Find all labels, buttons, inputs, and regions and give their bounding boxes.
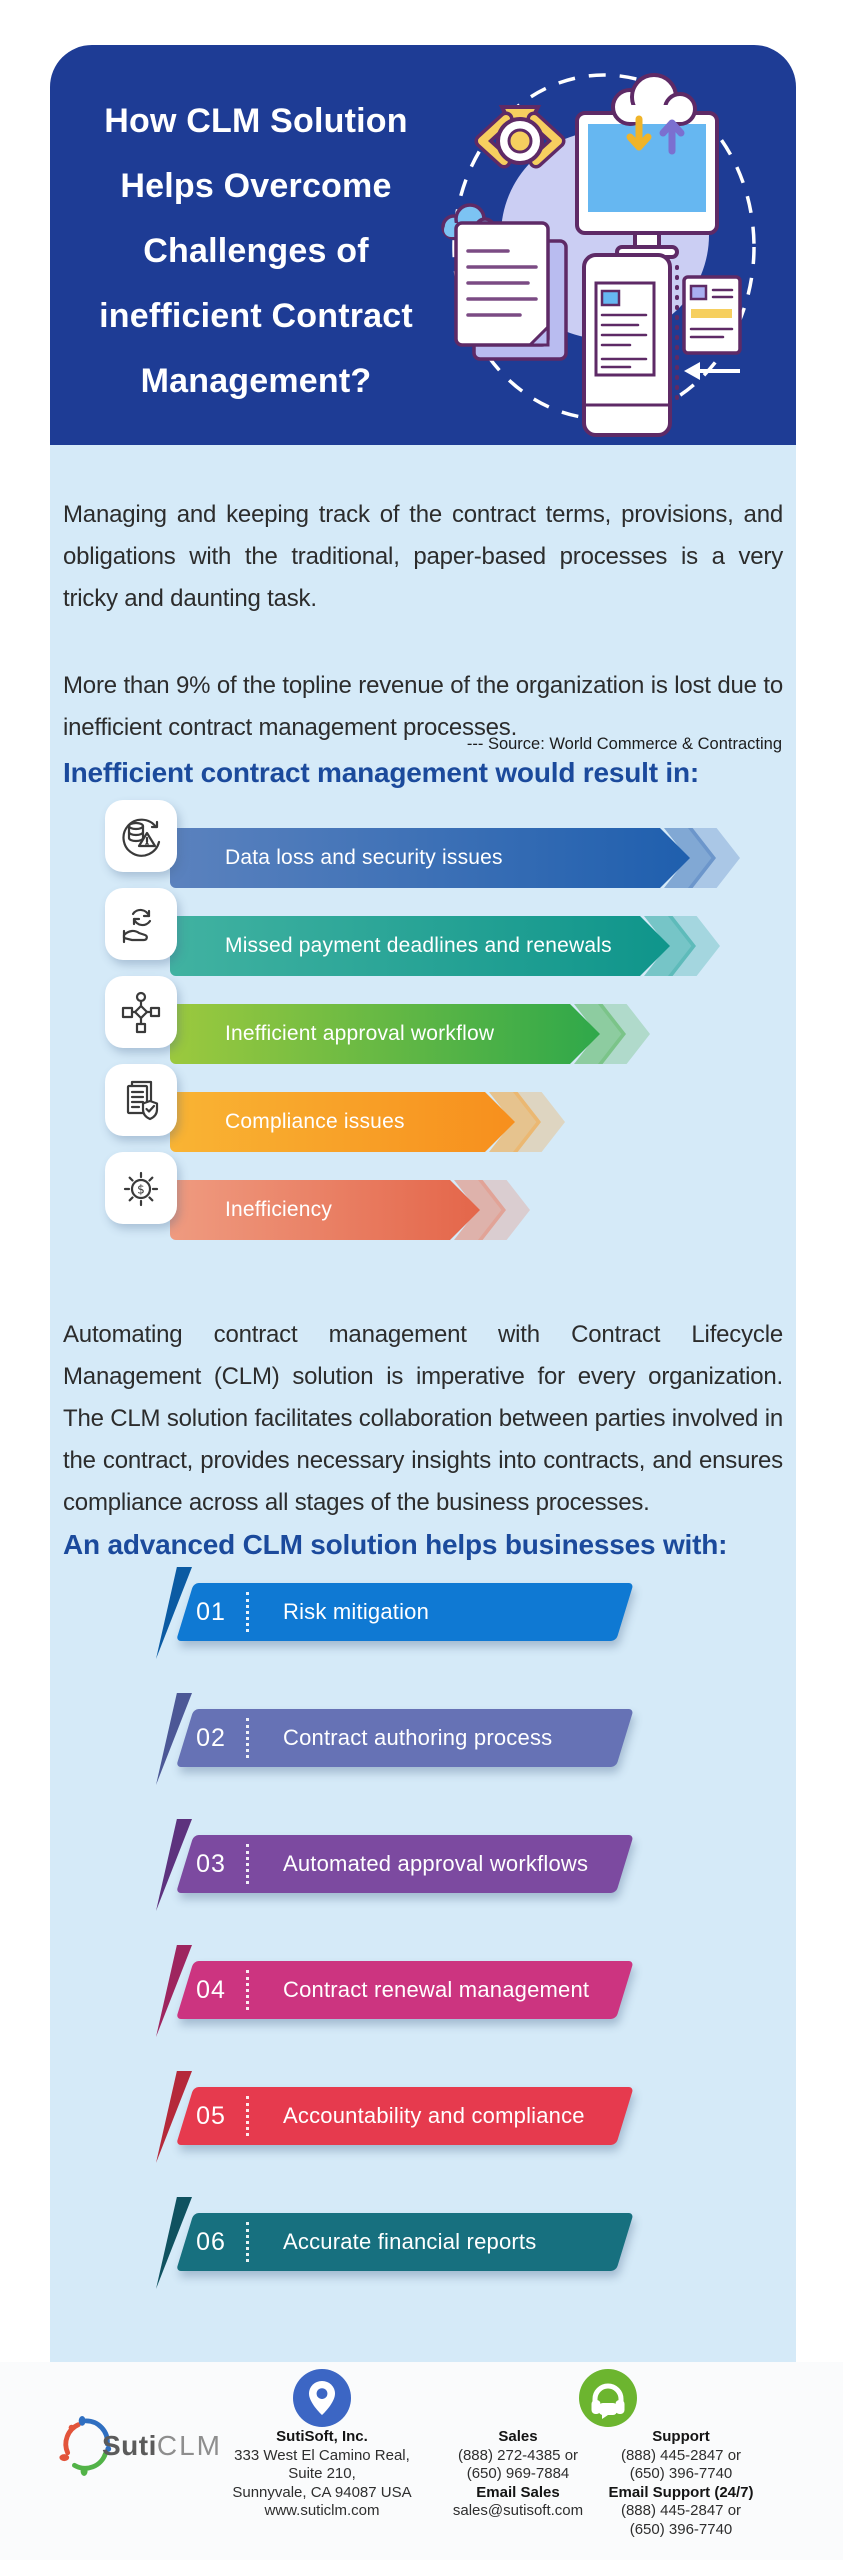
benefit-row: 03 Automated approval workflows bbox=[50, 1819, 796, 1961]
dotted-divider bbox=[246, 2096, 249, 2136]
company-address-line: Suite 210, bbox=[288, 2465, 356, 2482]
support-headset-icon bbox=[579, 2369, 637, 2427]
benefits-list: 01 Risk mitigation 02 Contract authoring… bbox=[50, 1567, 796, 2339]
support-heading: Support bbox=[652, 2428, 710, 2445]
challenge-row: Compliance issues bbox=[50, 1064, 796, 1152]
intro-paragraph-1: Managing and keeping track of the contra… bbox=[63, 501, 783, 612]
benefits-heading: An advanced CLM solution helps businesse… bbox=[63, 1529, 728, 1560]
support-phone: (888) 445-2847 or bbox=[620, 2502, 742, 2519]
benefit-number: 01 bbox=[196, 1597, 226, 1626]
benefit-number: 05 bbox=[196, 2101, 226, 2130]
support-phone: (888) 445-2847 or bbox=[620, 2446, 742, 2464]
benefit-row: 04 Contract renewal management bbox=[50, 1945, 796, 2087]
content-panel: Managing and keeping track of the contra… bbox=[50, 445, 796, 2362]
sales-phone: (888) 272-4385 or bbox=[457, 2446, 579, 2464]
benefit-number: 02 bbox=[196, 1723, 226, 1752]
payment-renewal-icon bbox=[105, 888, 177, 960]
header: How CLM Solution Helps Overcome Challeng… bbox=[50, 45, 796, 445]
challenge-row: $ Inefficiency bbox=[50, 1152, 796, 1240]
benefit-ribbon: 02 Contract authoring process bbox=[156, 1693, 634, 1785]
data-loss-icon bbox=[105, 800, 177, 872]
challenge-row: Missed payment deadlines and renewals bbox=[50, 888, 796, 976]
sales-phone: (650) 969-7884 bbox=[466, 2465, 570, 2482]
suticlm-logo: SutiCLM bbox=[58, 2416, 222, 2476]
challenge-row: Data loss and security issues bbox=[50, 800, 796, 888]
benefit-row: 02 Contract authoring process bbox=[50, 1693, 796, 1835]
challenge-banner: Inefficient approval workflow bbox=[170, 1004, 650, 1064]
email-support-heading: Email Support (24/7) bbox=[608, 2483, 754, 2501]
dotted-divider bbox=[246, 2222, 249, 2262]
page-title: How CLM Solution Helps Overcome Challeng… bbox=[56, 89, 456, 414]
challenge-label: Inefficient approval workflow bbox=[225, 1022, 495, 1045]
benefit-row: 01 Risk mitigation bbox=[50, 1567, 796, 1709]
dotted-divider bbox=[246, 1844, 249, 1884]
benefit-ribbon: 06 Accurate financial reports bbox=[156, 2197, 634, 2289]
challenge-label: Compliance issues bbox=[225, 1110, 405, 1133]
footer: SutiCLM SutiSoft, Inc. 333 West El Camin… bbox=[0, 2362, 843, 2560]
dotted-divider bbox=[246, 1718, 249, 1758]
challenge-banner: Missed payment deadlines and renewals bbox=[170, 916, 720, 976]
benefit-number: 03 bbox=[196, 1849, 226, 1878]
benefit-ribbon: 05 Accountability and compliance bbox=[156, 2071, 634, 2163]
source-citation: --- Source: World Commerce & Contracting bbox=[466, 735, 782, 753]
inefficiency-icon: $ bbox=[105, 1152, 177, 1224]
benefit-label: Accurate financial reports bbox=[283, 2229, 537, 2254]
challenge-label: Missed payment deadlines and renewals bbox=[225, 934, 612, 957]
benefit-number: 06 bbox=[196, 2227, 226, 2256]
benefit-ribbon: 03 Automated approval workflows bbox=[156, 1819, 634, 1911]
challenges-heading: Inefficient contract management would re… bbox=[63, 757, 700, 788]
title-line: Helps Overcome bbox=[120, 167, 392, 205]
title-line: Management? bbox=[140, 362, 372, 400]
benefit-number: 04 bbox=[196, 1975, 226, 2004]
benefit-row: 05 Accountability and compliance bbox=[50, 2071, 796, 2213]
challenge-label: Data loss and security issues bbox=[225, 846, 503, 869]
company-info: SutiSoft, Inc. 333 West El Camino Real, … bbox=[232, 2428, 412, 2521]
intro-paragraph-2: More than 9% of the topline revenue of t… bbox=[63, 672, 783, 741]
title-line: How CLM Solution bbox=[104, 102, 408, 140]
benefit-label: Contract renewal management bbox=[283, 1977, 590, 2002]
benefit-label: Automated approval workflows bbox=[283, 1851, 589, 1876]
compliance-icon bbox=[105, 1064, 177, 1136]
title-line: Challenges of bbox=[143, 232, 369, 270]
company-address-line: Sunnyvale, CA 94087 USA bbox=[232, 2483, 412, 2501]
support-phone: (650) 396-7740 bbox=[629, 2520, 733, 2538]
benefit-label: Risk mitigation bbox=[283, 1599, 430, 1624]
challenge-banner: Inefficiency bbox=[170, 1180, 530, 1240]
location-pin-icon bbox=[293, 2369, 351, 2427]
dotted-divider bbox=[246, 1592, 249, 1632]
benefit-row: 06 Accurate financial reports bbox=[50, 2197, 796, 2339]
logo-text: SutiCLM bbox=[102, 2430, 223, 2461]
benefit-label: Contract authoring process bbox=[283, 1725, 553, 1750]
logo-swirl-icon bbox=[59, 2416, 112, 2476]
benefit-ribbon: 04 Contract renewal management bbox=[156, 1945, 634, 2037]
sales-email-link[interactable]: sales@sutisoft.com bbox=[452, 2502, 584, 2519]
challenge-banner: Compliance issues bbox=[170, 1092, 565, 1152]
title-line: inefficient Contract bbox=[99, 297, 413, 335]
website-link[interactable]: www.suticlm.com bbox=[264, 2502, 380, 2519]
company-address-line: 333 West El Camino Real, bbox=[234, 2446, 410, 2464]
challenge-row: Inefficient approval workflow bbox=[50, 976, 796, 1064]
sales-heading: Sales bbox=[498, 2428, 538, 2445]
workflow-icon bbox=[105, 976, 177, 1048]
svg-text:$: $ bbox=[137, 1183, 145, 1197]
benefit-ribbon: 01 Risk mitigation bbox=[156, 1567, 634, 1659]
support-phone: (650) 396-7740 bbox=[629, 2465, 733, 2482]
sales-info: Sales (888) 272-4385 or (650) 969-7884 E… bbox=[438, 2428, 598, 2521]
challenges-list: Data loss and security issues bbox=[50, 800, 796, 1240]
challenge-label: Inefficiency bbox=[225, 1198, 333, 1221]
dotted-divider bbox=[246, 1970, 249, 2010]
clm-paragraph: Automating contract management with Cont… bbox=[63, 1321, 783, 1516]
contract-automation-illustration-icon bbox=[441, 73, 756, 437]
support-info: Support (888) 445-2847 or (650) 396-7740… bbox=[596, 2428, 766, 2539]
challenge-banner: Data loss and security issues bbox=[170, 828, 740, 888]
benefit-label: Accountability and compliance bbox=[283, 2103, 585, 2128]
email-sales-heading: Email Sales bbox=[476, 2483, 560, 2501]
company-name: SutiSoft, Inc. bbox=[276, 2428, 368, 2445]
